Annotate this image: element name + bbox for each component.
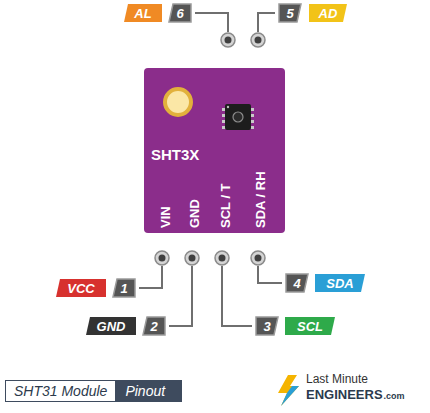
leader-line	[169, 266, 192, 326]
tag-fill	[113, 279, 135, 297]
tag-fill	[169, 4, 191, 22]
title-box: SHT31 ModulePinout	[5, 380, 182, 402]
pin-center	[219, 255, 226, 262]
pin-function: AD	[319, 7, 338, 20]
lightning-bolt	[278, 375, 299, 406]
tag-fill	[143, 317, 165, 335]
pin-name: SDA / RH	[254, 171, 267, 228]
chip-name: SHT3X	[151, 147, 199, 162]
logo-text: Last Minute	[306, 373, 368, 385]
tag-fill	[309, 4, 347, 22]
pin-number: 3	[263, 320, 270, 333]
lightning-bolt-shade	[281, 386, 299, 406]
tag-fill	[56, 279, 106, 297]
logo-text: ENGINEERS	[306, 388, 383, 401]
pin-circle	[215, 251, 229, 265]
pin-number-tag: 6	[168, 3, 192, 23]
pin-number-tag: 1	[112, 278, 136, 298]
pin-number-tag: 4	[285, 273, 309, 293]
pin-function: SDA	[326, 277, 353, 290]
pin-number-tag: 2	[142, 316, 166, 336]
pin-center	[255, 37, 262, 44]
pin1-dot	[227, 106, 229, 108]
title-text: SHT31 Module	[6, 381, 115, 401]
pin-function-tag: VCC	[55, 278, 107, 298]
breakout-board: SHT3X VIN GND SCL / T SDA / RH	[144, 68, 285, 233]
pin-name: SCL / T	[219, 183, 232, 228]
pin-function-tag: GND	[85, 316, 137, 336]
pin-center	[255, 255, 262, 262]
pin-circle	[251, 251, 265, 265]
logo-icon	[278, 375, 299, 406]
sensor-window	[233, 112, 243, 122]
pin-number: 2	[150, 320, 157, 333]
tag-fill	[315, 274, 365, 292]
leader-line	[258, 266, 282, 283]
pin-number-tag: 5	[278, 3, 302, 23]
tag-fill	[279, 4, 301, 22]
pin-number: 1	[120, 282, 127, 295]
sensor-chip	[225, 104, 251, 130]
leader-line	[222, 266, 252, 326]
tag-fill	[285, 317, 335, 335]
tag-fill	[256, 317, 278, 335]
pin-function-tag: SDA	[314, 273, 366, 293]
pin-function: GND	[97, 320, 126, 333]
pin-circle	[155, 251, 169, 265]
pin-center	[225, 37, 232, 44]
leader-line	[195, 13, 228, 32]
pin-center	[189, 255, 196, 262]
pin-function-tag: AD	[308, 3, 348, 23]
pin-circle	[221, 33, 235, 47]
pin-center	[159, 255, 166, 262]
tag-fill	[86, 317, 136, 335]
pin-name: VIN	[159, 206, 172, 228]
pin-circle	[185, 251, 199, 265]
logo-domain: .com	[384, 392, 405, 401]
tag-fill	[286, 274, 308, 292]
pin-number: 6	[176, 7, 183, 20]
pin-number-tag: 3	[255, 316, 279, 336]
title-text: Pinout	[115, 381, 181, 401]
pin-function: VCC	[67, 282, 94, 295]
leader-line	[139, 266, 162, 288]
pin-function: AL	[134, 7, 151, 20]
tag-fill	[124, 4, 162, 22]
pin-function-tag: SCL	[284, 316, 336, 336]
pin-circle	[251, 33, 265, 47]
pin-number: 4	[293, 277, 300, 290]
pin-name: GND	[188, 199, 201, 228]
pin-number: 5	[286, 7, 293, 20]
pin-function: SCL	[297, 320, 323, 333]
leader-line	[258, 13, 275, 32]
pin-function-tag: AL	[123, 3, 163, 23]
mounting-hole	[165, 89, 191, 115]
